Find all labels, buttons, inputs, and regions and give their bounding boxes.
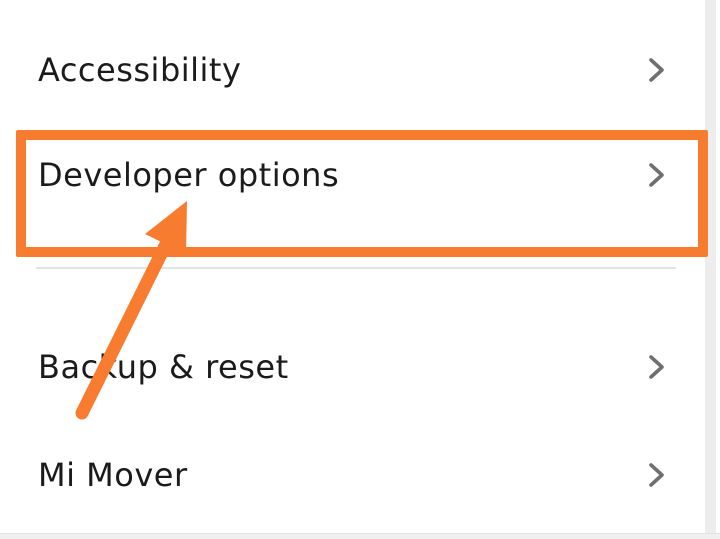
bottom-edge-strip	[0, 533, 720, 539]
chevron-right-icon	[649, 163, 664, 187]
chevron-right-icon	[649, 58, 664, 82]
chevron-right-icon	[649, 355, 664, 379]
settings-item-label: Backup & reset	[38, 348, 289, 386]
settings-item-label: Accessibility	[38, 51, 242, 89]
settings-item-accessibility[interactable]: Accessibility	[0, 40, 706, 100]
settings-item-label: Developer options	[38, 156, 340, 194]
list-divider	[36, 267, 676, 269]
settings-item-backup-reset[interactable]: Backup & reset	[0, 337, 706, 397]
settings-item-developer-options[interactable]: Developer options	[0, 145, 706, 205]
settings-item-label: Mi Mover	[38, 456, 188, 494]
settings-item-mi-mover[interactable]: Mi Mover	[0, 445, 706, 505]
scrollbar-track	[705, 0, 716, 539]
chevron-right-icon	[649, 463, 664, 487]
